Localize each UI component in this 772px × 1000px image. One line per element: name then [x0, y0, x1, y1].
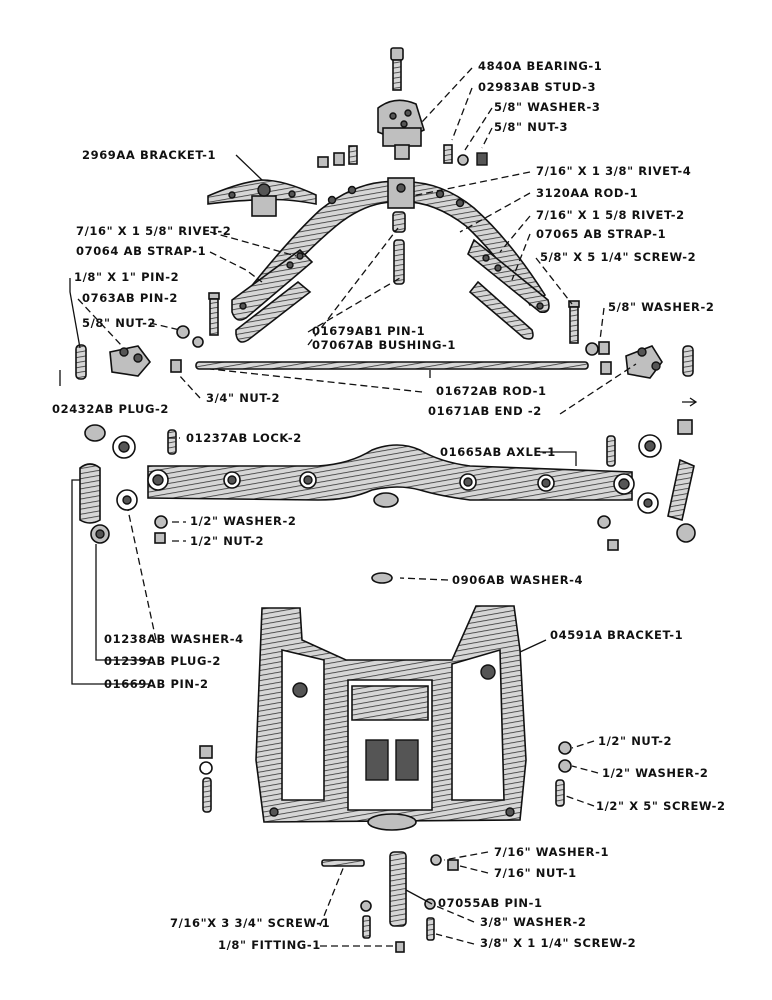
cotter-pin-right — [682, 397, 698, 407]
label-plug-02432: 02432AB PLUG-2 — [52, 402, 169, 416]
strap-right-part — [467, 238, 550, 340]
nut-12-bracket-right — [558, 741, 572, 755]
label-washer-12-right: 1/2" WASHER-2 — [602, 766, 709, 780]
label-rivet-2-right: 7/16" X 1 5/8 RIVET-2 — [536, 208, 685, 222]
nut-34-right — [600, 361, 612, 375]
screw-12-bracket-right — [555, 779, 565, 807]
label-pin-01669: 01669AB PIN-2 — [104, 677, 209, 691]
tie-rod-part — [170, 359, 612, 375]
label-bearing: 4840A BEARING-1 — [478, 59, 603, 73]
stud-part — [390, 47, 404, 91]
washer-716-part — [430, 854, 442, 866]
lock-left — [167, 429, 177, 455]
washer-0906 — [371, 572, 393, 584]
label-rod-3120: 3120AA ROD-1 — [536, 186, 639, 200]
nut-58-right — [598, 341, 610, 355]
label-fitting: 1/8" FITTING-1 — [218, 938, 321, 952]
label-washer-0906: 0906AB WASHER-4 — [452, 573, 584, 587]
label-rod-01672: 01672AB ROD-1 — [436, 384, 547, 398]
label-strap-07065: 07065 AB STRAP-1 — [536, 227, 667, 241]
plug-right — [677, 419, 693, 435]
kingpin-left — [79, 463, 101, 524]
label-washer-58-3: 5/8" WASHER-3 — [494, 100, 601, 114]
label-washer-58-2: 5/8" WASHER-2 — [608, 300, 715, 314]
washer-58-left — [192, 336, 204, 348]
label-nut-716: 7/16" NUT-1 — [494, 866, 577, 880]
label-bracket-top: 2969AA BRACKET-1 — [82, 148, 217, 162]
tie-rod-end-right — [625, 345, 694, 379]
bracket-04591-part — [255, 605, 527, 831]
label-strap-07064: 07064 AB STRAP-1 — [76, 244, 207, 258]
leader-lines — [69, 67, 637, 947]
bushing-pin-part — [392, 211, 406, 285]
axle-part — [147, 444, 635, 508]
screw-bracket-left — [202, 777, 212, 813]
label-axle: 01665AB AXLE-1 — [440, 445, 556, 459]
nut-34-left — [170, 359, 182, 373]
screw-38-part — [426, 917, 435, 941]
washer-58-right — [585, 342, 599, 356]
washer-12-right — [597, 515, 611, 529]
label-screw-58: 5/8" X 5 1/4" SCREW-2 — [540, 250, 697, 264]
lock-right — [606, 435, 616, 467]
label-screw-716: 7/16"X 3 3/4" SCREW-1 — [170, 916, 331, 930]
pin-07055-part — [389, 851, 407, 927]
label-pin-0763: 0763AB PIN-2 — [82, 291, 178, 305]
label-rivet-2-left: 7/16" X 1 5/8" RIVET-2 — [76, 224, 232, 238]
plug-left — [84, 424, 106, 442]
label-end: 01671AB END -2 — [428, 404, 542, 418]
label-nut-58-3: 5/8" NUT-3 — [494, 120, 569, 134]
label-washer-716: 7/16" WASHER-1 — [494, 845, 610, 859]
label-nut-58-2: 5/8" NUT-2 — [82, 316, 157, 330]
screw-left-part — [208, 292, 220, 336]
label-nut-34: 3/4" NUT-2 — [206, 391, 281, 405]
bearing-part — [377, 99, 425, 160]
label-washer-12-left: 1/2" WASHER-2 — [190, 514, 297, 528]
nut-58-left — [176, 325, 190, 339]
label-nut-12-left: 1/2" NUT-2 — [190, 534, 265, 548]
nut-716-part — [447, 859, 459, 871]
screw-right-part — [568, 300, 580, 344]
screw-716-part — [321, 859, 365, 867]
washer-12-left — [154, 515, 168, 529]
washer-12-bracket-right — [558, 759, 572, 773]
label-pin-01679: 01679AB1 PIN-1 — [312, 324, 426, 338]
washer-nut-group-top — [317, 144, 488, 168]
label-stud: 02983AB STUD-3 — [478, 80, 597, 94]
bracket-top-part — [207, 179, 317, 217]
nut-12-right — [607, 539, 619, 551]
kingpin-right — [667, 458, 695, 522]
washer-bracket-left — [199, 761, 213, 775]
nut-12-left — [154, 532, 166, 544]
label-plug-01239: 01239AB PLUG-2 — [104, 654, 221, 668]
nut-bracket-left — [199, 745, 213, 759]
tie-rod-end-left — [75, 344, 152, 380]
strap-left-part — [231, 248, 314, 343]
label-screw-12: 1/2" X 5" SCREW-2 — [596, 799, 726, 813]
label-washer-38: 3/8" WASHER-2 — [480, 915, 587, 929]
fitting-part — [395, 941, 405, 953]
arch-rod-part — [248, 177, 547, 307]
label-washer-01238: 01238AB WASHER-4 — [104, 632, 244, 646]
washer-38-left-part — [360, 900, 372, 912]
label-nut-12-right: 1/2" NUT-2 — [598, 734, 673, 748]
label-bushing: 07067AB BUSHING-1 — [312, 338, 457, 352]
label-bracket-04591: 04591A BRACKET-1 — [550, 628, 684, 642]
label-pin-18: 1/8" X 1" PIN-2 — [74, 270, 180, 284]
label-pin-07055: 07055AB PIN-1 — [438, 896, 543, 910]
plug-01239-right — [676, 523, 696, 543]
label-rivet-4: 7/16" X 1 3/8" RIVET-4 — [536, 164, 692, 178]
label-screw-38: 3/8" X 1 1/4" SCREW-2 — [480, 936, 637, 950]
screw-38-left-part — [362, 915, 371, 939]
label-lock: 01237AB LOCK-2 — [186, 431, 302, 445]
